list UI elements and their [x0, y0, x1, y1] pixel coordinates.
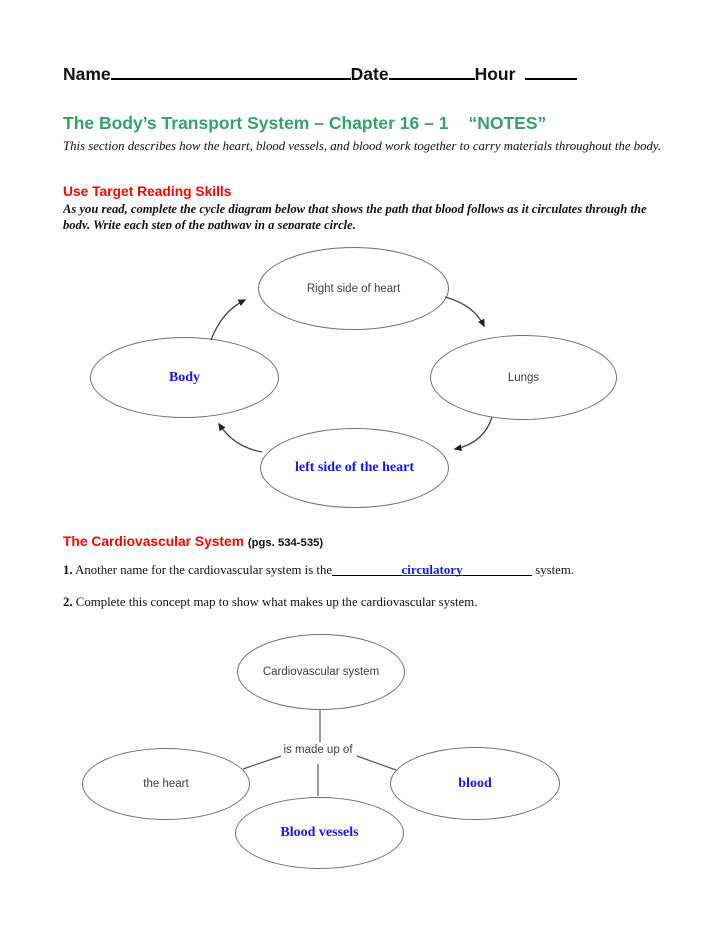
reading-skills-instructions: As you read, complete the cycle diagram … — [63, 202, 647, 229]
cycle-node-body[interactable]: Body — [90, 337, 279, 418]
map-node-blood[interactable]: blood — [390, 747, 560, 820]
cycle-node-right-side-of-heart: Right side of heart — [258, 247, 449, 330]
hour-label: Hour — [474, 63, 516, 84]
reading-skills-heading: Use Target Reading Skills — [63, 184, 232, 199]
cardio-heading-line: The Cardiovascular System (pgs. 534-535) — [63, 534, 323, 549]
question-1-answer: circulatory — [401, 562, 463, 577]
map-node-the-heart: the heart — [82, 748, 250, 820]
name-date-hour-line: Name Date Hour — [63, 62, 641, 85]
cardio-pages-ref: (pgs. 534-535) — [247, 537, 324, 549]
cardio-heading: The Cardiovascular System — [63, 534, 244, 549]
question-1: 1. Another name for the cardiovascular s… — [63, 562, 683, 578]
cycle-node-left-side-of-heart[interactable]: left side of the heart — [260, 428, 449, 508]
page-title-main: The Body’s Transport System – Chapter 16… — [63, 113, 449, 133]
question-2-number: 2. — [63, 595, 73, 609]
question-1-suffix: system. — [532, 563, 574, 577]
map-node-label: Cardiovascular system — [262, 666, 380, 678]
cycle-node-label: Lungs — [507, 371, 540, 384]
name-blank-line[interactable] — [110, 62, 351, 80]
map-connector-label: is made up of — [283, 744, 353, 756]
arrow-body-to-right-heart — [210, 299, 247, 341]
cycle-node-label: Right side of heart — [306, 282, 401, 295]
cycle-node-answer: Body — [168, 369, 201, 385]
question-2-text: Complete this concept map to show what m… — [72, 595, 478, 609]
page-title-notes: “NOTES” — [468, 113, 547, 133]
map-line-label-to-heart — [242, 755, 282, 770]
cycle-node-answer: left side of the heart — [295, 460, 414, 475]
map-node-blood-vessels[interactable]: Blood vessels — [235, 797, 404, 869]
arrow-lungs-to-left-heart — [453, 416, 493, 452]
question-1-text: Another name for the cardiovascular syst… — [72, 563, 333, 577]
page-title: The Body’s Transport System – Chapter 16… — [63, 113, 546, 134]
map-node-label: the heart — [143, 778, 189, 790]
section-intro-text: This section describes how the heart, bl… — [63, 139, 662, 153]
map-line-label-to-blood — [356, 755, 397, 771]
date-label: Date — [350, 63, 389, 84]
arrow-left-heart-to-body — [218, 422, 263, 453]
map-node-answer: blood — [458, 775, 492, 791]
question-2: 2. Complete this concept map to show wha… — [63, 595, 683, 610]
cycle-node-lungs: Lungs — [430, 335, 617, 420]
question-1-number: 1. — [63, 563, 73, 577]
name-label: Name — [63, 63, 111, 84]
map-node-answer: Blood vessels — [280, 825, 359, 840]
date-blank-line[interactable] — [388, 62, 475, 80]
question-1-blank-line[interactable]: circulatory — [332, 562, 533, 577]
arrow-right-heart-to-lungs — [444, 296, 485, 328]
map-node-cardiovascular-system: Cardiovascular system — [237, 634, 405, 710]
hour-blank-line[interactable] — [525, 62, 578, 80]
